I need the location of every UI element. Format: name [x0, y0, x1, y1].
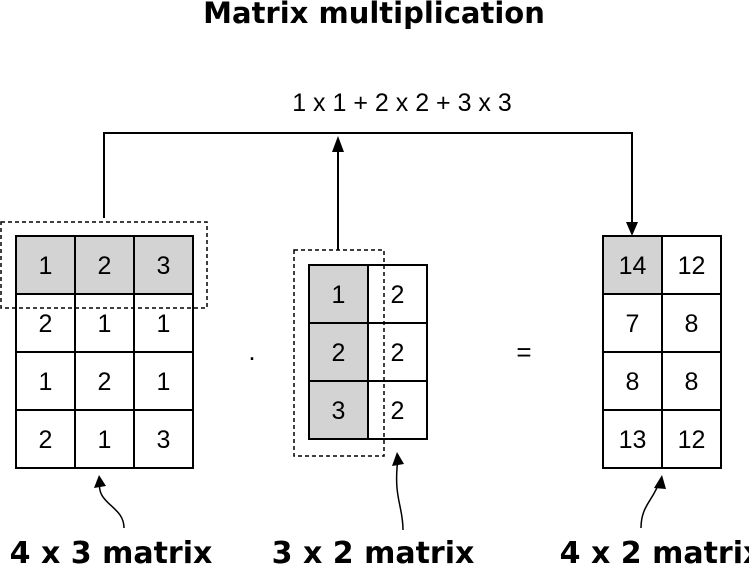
- matrix-result-4x2: 14 12 7 8 8 8 13 12: [602, 235, 722, 469]
- pointer-arrowhead-c: [654, 475, 666, 489]
- matrix-cell-value: 13: [619, 426, 647, 454]
- result-arrowhead: [626, 222, 638, 236]
- matrix-cell-value: 1: [157, 310, 171, 338]
- matrix-cell-value: 1: [39, 252, 53, 280]
- matrix-cell: [133, 409, 194, 469]
- matrix-cell-value: 1: [157, 368, 171, 396]
- matrix-b-3x2: 1 2 2 2 3 2: [308, 264, 428, 440]
- matrix-cell-value: 3: [332, 397, 346, 425]
- matrix-cell-value: 3: [157, 426, 171, 454]
- caption-matrix-a: 4 x 3 matrix: [10, 536, 213, 568]
- matrix-cell-value: 2: [391, 281, 405, 309]
- pointer-arrow-a: [98, 479, 125, 529]
- matrix-cell: [133, 351, 194, 411]
- matrix-cell-value: 8: [685, 310, 699, 338]
- column-arrowhead: [332, 136, 344, 152]
- caption-matrix-result: 4 x 2 matrix: [560, 536, 749, 568]
- column-selection-box: [293, 249, 385, 457]
- matrix-cell-value: 1: [98, 426, 112, 454]
- matrix-cell-value: 2: [332, 339, 346, 367]
- formula-text: 1 x 1 + 2 x 2 + 3 x 3: [292, 89, 512, 117]
- matrix-cell: [308, 322, 369, 382]
- matrix-cell: [367, 380, 428, 440]
- matrix-cell-value: 12: [678, 252, 706, 280]
- connector-line: [103, 132, 633, 226]
- pointer-arrow-b: [395, 457, 404, 531]
- matrix-cell-value: 8: [626, 368, 640, 396]
- matrix-cell: [308, 380, 369, 440]
- matrix-cell-value: 2: [391, 397, 405, 425]
- pointer-arrowhead-b: [392, 452, 404, 466]
- matrix-cell-value: 2: [98, 368, 112, 396]
- matrix-cell: [367, 264, 428, 324]
- row-selection-box: [0, 221, 208, 309]
- matrix-cell: [133, 293, 194, 353]
- matrix-cell-value: 1: [98, 310, 112, 338]
- matrix-cell-value: 3: [157, 252, 171, 280]
- matrix-cell: [15, 409, 76, 469]
- matrix-cell: [74, 235, 135, 295]
- matrix-a-4x3: 1 2 3 2 1 1 1 2 1 2 1 3: [15, 235, 194, 469]
- matrix-cell-value: 2: [391, 339, 405, 367]
- matrix-cell-value: 2: [39, 426, 53, 454]
- matrix-cell-value: 8: [685, 368, 699, 396]
- matrix-cell: [661, 351, 722, 411]
- diagram-title: Matrix multiplication: [203, 0, 545, 30]
- matrix-cell: [308, 264, 369, 324]
- matrix-cell: [74, 409, 135, 469]
- matrix-cell-value: 14: [619, 252, 647, 280]
- matrix-cell-value: 1: [332, 281, 346, 309]
- multiply-dot: .: [248, 336, 255, 366]
- matrix-cell: [661, 409, 722, 469]
- matrix-cell-value: 7: [626, 310, 640, 338]
- matrix-cell-value: 2: [39, 310, 53, 338]
- matrix-cell-value: 1: [39, 368, 53, 396]
- equals-sign: =: [516, 337, 531, 367]
- matrix-cell: [602, 235, 663, 295]
- matrix-cell-value: 12: [678, 426, 706, 454]
- pointer-arrowhead-a: [94, 475, 106, 488]
- caption-matrix-b: 3 x 2 matrix: [272, 536, 475, 568]
- matrix-cell-value: 2: [98, 252, 112, 280]
